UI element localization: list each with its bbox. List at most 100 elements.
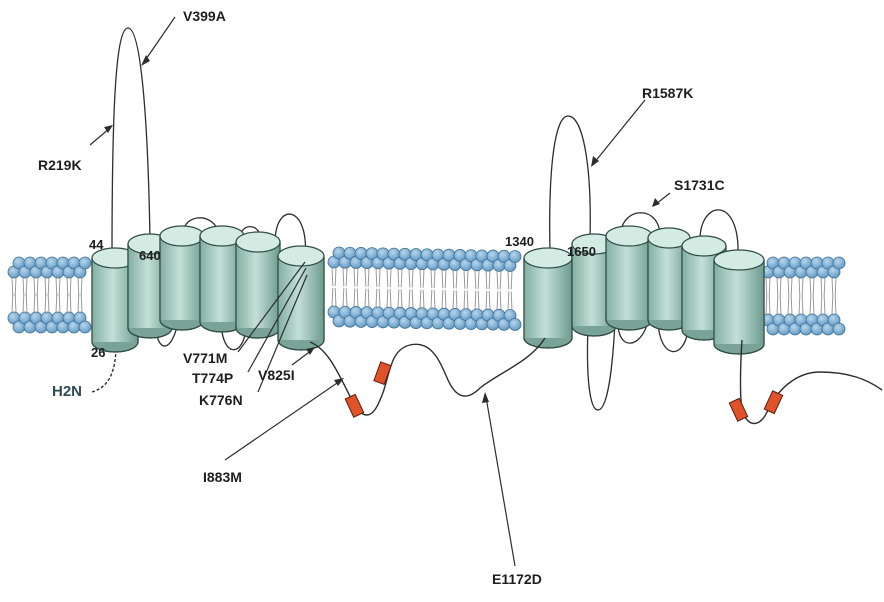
lipid-tail: [777, 296, 778, 315]
lipid-tail: [368, 268, 369, 287]
lipid-tail: [357, 267, 358, 286]
lipid-tail: [813, 277, 814, 296]
lipid-tail: [478, 270, 479, 289]
label-s1731c: S1731C: [674, 177, 725, 193]
lipid-tail: [12, 277, 13, 296]
lipid-tail: [343, 288, 344, 307]
lipid-tail: [500, 270, 501, 289]
lipid-tail: [766, 277, 767, 296]
lipid-tail: [346, 267, 347, 286]
lipid-tail: [824, 277, 825, 296]
lipid-tail: [70, 277, 71, 296]
lipid-tail: [23, 277, 24, 296]
lipid-tail: [813, 296, 814, 315]
lipid-tail: [67, 294, 68, 313]
lipid-tail: [777, 277, 778, 296]
lipid-tail: [453, 290, 454, 309]
helix-top: [524, 248, 572, 268]
arrow-e1172d: [486, 397, 515, 566]
label-e1172d: E1172D: [492, 571, 542, 587]
lipid-tail: [802, 296, 803, 315]
helix-top: [682, 236, 726, 256]
label-i883m: I883M: [203, 469, 242, 485]
lipid-tail: [379, 289, 380, 308]
lipid-tail: [769, 296, 770, 315]
lipid-tail: [464, 291, 465, 310]
lipid-head: [833, 323, 845, 335]
lipid-tail: [34, 277, 35, 296]
lipid-tail: [467, 270, 468, 289]
lipid-tail: [354, 267, 355, 286]
lipid-tail: [423, 290, 424, 309]
lipid-tail: [48, 294, 49, 313]
lipid-tail: [332, 288, 333, 307]
lipid-tail: [78, 294, 79, 313]
lipid-tail: [412, 269, 413, 288]
lipid-tail: [26, 277, 27, 296]
loop-tm7-tm8: [550, 116, 591, 252]
arrowhead-e1172d: [482, 392, 489, 403]
label-r1587k: R1587K: [642, 85, 693, 101]
label-k776n: K776N: [199, 392, 243, 408]
lipid-tail: [475, 291, 476, 310]
lipid-tail: [445, 269, 446, 288]
lipid-tail: [456, 269, 457, 288]
label-t774p: T774P: [192, 370, 233, 386]
lipid-tail: [34, 294, 35, 313]
lipid-tail: [445, 290, 446, 309]
helix-top: [236, 232, 280, 252]
lipid-tail: [335, 288, 336, 307]
lipid-tail: [508, 292, 509, 311]
label-v825i: V825I: [258, 367, 295, 383]
lipid-head: [833, 257, 845, 269]
domain-box-3: [729, 398, 747, 421]
lipid-tail: [486, 291, 487, 310]
lipid-tail: [365, 289, 366, 308]
lipid-tail: [357, 288, 358, 307]
c-terminal-tail: [741, 340, 883, 424]
domain-box-1: [345, 394, 363, 417]
lipid-tail: [489, 270, 490, 289]
helix-tm7: [524, 248, 572, 348]
position-640: 640: [139, 248, 161, 263]
lipid-tail: [788, 296, 789, 315]
lipid-tail: [401, 268, 402, 287]
lipid-tail: [791, 296, 792, 315]
cytoplasmic-linker: [310, 338, 545, 415]
lipid-tail: [81, 294, 82, 313]
domain-box-2: [374, 362, 391, 385]
lipid-tail: [769, 277, 770, 296]
label-v399a: V399A: [183, 8, 226, 24]
lipid-tail: [420, 290, 421, 309]
lipid-tail: [508, 271, 509, 290]
lipid-tail: [810, 277, 811, 296]
arrow-v399a: [144, 17, 175, 62]
position-44: 44: [89, 237, 104, 252]
lipid-tail: [401, 289, 402, 308]
lipid-tail: [766, 296, 767, 315]
lipid-tail: [390, 289, 391, 308]
lipid-head: [509, 251, 521, 263]
lipid-tail: [409, 269, 410, 288]
lipid-tail: [442, 269, 443, 288]
lipid-tail: [821, 296, 822, 315]
lipid-tail: [464, 270, 465, 289]
lipid-tail: [489, 291, 490, 310]
lipid-tail: [23, 294, 24, 313]
domain-box-4: [764, 391, 782, 414]
lipid-tail: [67, 277, 68, 296]
lipid-tail: [467, 291, 468, 310]
lipid-tail: [346, 288, 347, 307]
helix-tm3: [160, 226, 204, 330]
lipid-tail: [379, 268, 380, 287]
lipid-tail: [78, 277, 79, 296]
lipid-tail: [832, 277, 833, 296]
lipid-tail: [431, 269, 432, 288]
label-v771m: V771M: [183, 350, 227, 366]
lipid-tail: [398, 268, 399, 287]
lipid-tail: [423, 269, 424, 288]
lipid-head: [79, 321, 91, 333]
lipid-tail: [497, 291, 498, 310]
lipid-tail: [368, 289, 369, 308]
lipid-tail: [45, 294, 46, 313]
